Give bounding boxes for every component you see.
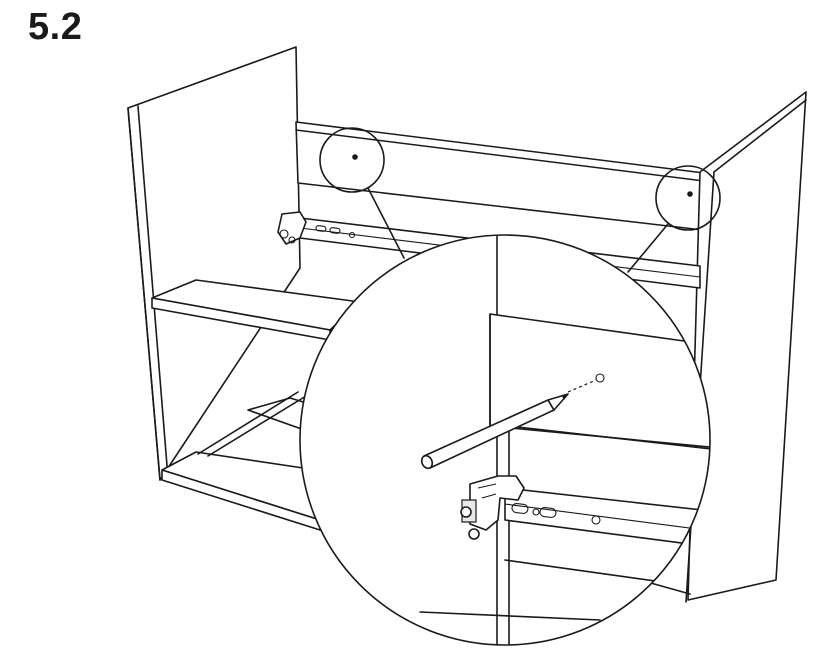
leader-line-left xyxy=(367,187,405,259)
bottom-panel xyxy=(161,391,691,595)
left-drill-mark-detail xyxy=(319,127,385,193)
step-number: 5.2 xyxy=(28,6,83,48)
left-side-panel xyxy=(127,46,301,481)
right-side-panel xyxy=(685,91,807,603)
hinge-bracket-detail xyxy=(460,475,525,540)
hinge-bracket xyxy=(277,211,307,245)
back-rail xyxy=(295,121,721,233)
magnified-detail-view xyxy=(299,234,711,646)
pencil-icon xyxy=(420,393,569,470)
right-drill-mark-detail xyxy=(655,165,721,231)
leader-line-right xyxy=(627,223,669,273)
